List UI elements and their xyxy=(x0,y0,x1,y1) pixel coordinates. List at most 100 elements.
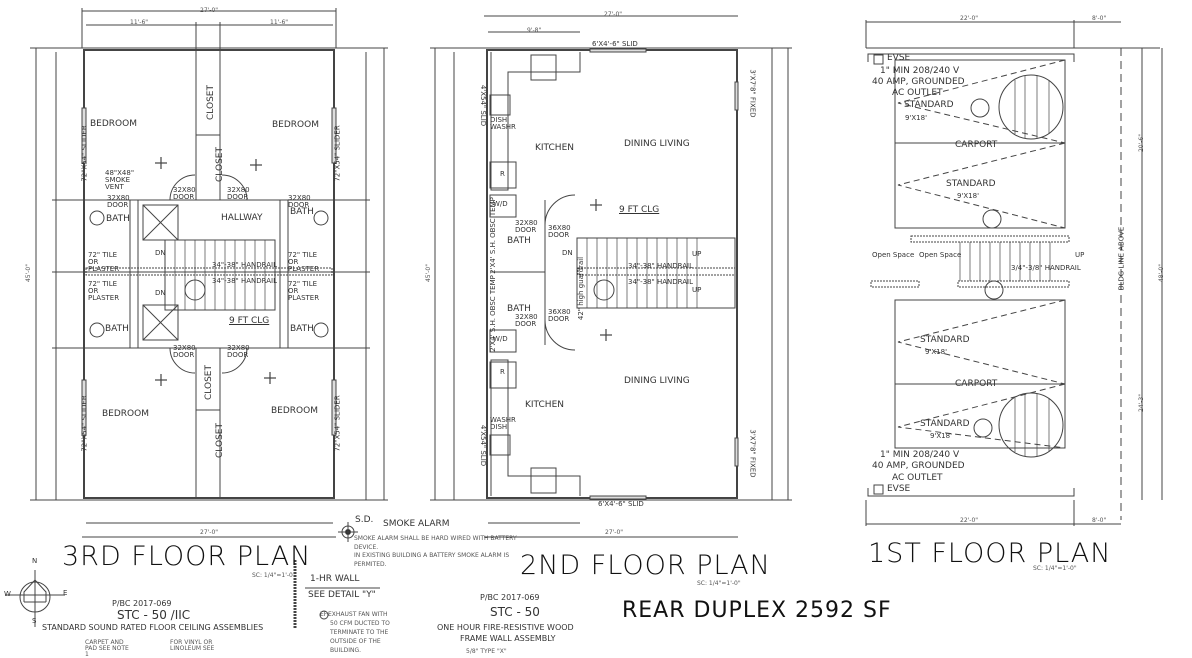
open-space: Open Space xyxy=(872,251,915,259)
first-floor-title: 1ST FLOOR PLAN xyxy=(868,538,1112,569)
legend-linework xyxy=(5,522,380,628)
third-floor-title: 3RD FLOOR PLAN xyxy=(62,541,312,572)
fixed-window-note: 3'X7'8" FIXED xyxy=(748,429,757,478)
wall-assembly-desc2: FRAME WALL ASSEMBLY xyxy=(460,634,556,643)
window-left-note: 4'X54" SLID xyxy=(479,424,488,467)
dishwasher: WASHR DISH xyxy=(490,416,516,431)
room-bedroom-tr: BEDROOM xyxy=(272,120,319,130)
third-floor-plan-linework xyxy=(30,8,388,538)
stall-size: 9'X18' xyxy=(925,348,948,356)
exhaust-fan-line3: TERMINATE TO THE xyxy=(330,629,389,636)
floor-assembly-vinyl-note: FOR VINYL OR LINOLEUM SEE xyxy=(170,639,215,652)
room-closet: CLOSET xyxy=(214,423,225,458)
stall-size: 9'X18' xyxy=(905,114,928,122)
door-note: 32X80 DOOR xyxy=(107,194,130,209)
outlet-line-2: 40 AMP, GROUNDED xyxy=(872,461,965,471)
dim-side-bottom: 8'-0" xyxy=(1092,517,1107,524)
room-bath: BATH xyxy=(290,207,314,217)
room-kitchen: KITCHEN xyxy=(535,143,574,153)
smoke-alarm-line3: IN EXISTING BUILDING A BATTERY SMOKE ALA… xyxy=(354,552,510,559)
door-note: 32X80 DOOR xyxy=(173,344,196,359)
smoke-alarm-line1: SMOKE ALARM SHALL BE HARD WIRED WITH BAT… xyxy=(354,535,517,542)
stall-standard: STANDARD xyxy=(920,335,970,345)
refrigerator: R xyxy=(500,368,505,376)
dim-right-room: 11'-6" xyxy=(270,19,289,26)
one-hr-wall-title: 1-HR WALL xyxy=(310,574,360,584)
exhaust-fan-line5: BUILDING. xyxy=(330,647,362,654)
dim-side: 8'-0" xyxy=(1092,15,1107,22)
first-floor-scale: SC: 1/4"=1'-0" xyxy=(1033,565,1077,572)
dim-upper-depth: 20'-6" xyxy=(1138,133,1146,153)
dim-overall-width-bottom: 27'-0" xyxy=(605,529,624,536)
slider-note: 72"X54" SLIDER xyxy=(333,125,342,182)
floor-assembly-desc: STANDARD SOUND RATED FLOOR CEILING ASSEM… xyxy=(42,623,264,632)
ceiling-height: 9 FT CLG xyxy=(619,205,660,215)
door-32-note: 32X80 DOOR xyxy=(515,219,538,234)
door-32-note: 32X80 DOOR xyxy=(515,313,538,328)
stair-down: DN xyxy=(155,249,166,257)
dim-kitchen-width: 9'-8" xyxy=(527,27,542,34)
dim-overall-width: 27'-0" xyxy=(604,11,623,18)
room-dining-living: DINING LIVING xyxy=(624,139,690,149)
project-title: REAR DUPLEX 2592 SF xyxy=(622,598,892,623)
dim-overall-depth: 45'-0" xyxy=(425,263,433,283)
guardrail-note: 42" high guardrail xyxy=(577,256,586,321)
refrigerator: R xyxy=(500,170,505,178)
room-kitchen: KITCHEN xyxy=(525,400,564,410)
second-floor-plan-linework xyxy=(430,15,792,538)
stair-down: DN xyxy=(562,249,573,257)
window-left-note: 4'X54" SLID xyxy=(479,84,488,127)
dim-width: 22'-0" xyxy=(960,15,979,22)
door-36-note: 36X80 DOOR xyxy=(548,308,571,323)
stall-standard: STANDARD xyxy=(920,419,970,429)
room-closet: CLOSET xyxy=(214,147,225,182)
room-bedroom-bl: BEDROOM xyxy=(102,409,149,419)
dim-overall-width-bottom: 27'-0" xyxy=(200,529,219,536)
second-floor-scale: SC: 1/4"=1'-0" xyxy=(697,580,741,587)
stair-up: UP xyxy=(1075,251,1085,259)
open-space: Open Space xyxy=(919,251,962,259)
room-bath: BATH xyxy=(290,324,314,334)
ceiling-height: 9 FT CLG xyxy=(229,316,270,326)
dim-overall-width: 27'-0" xyxy=(200,7,219,14)
carport-label: CARPORT xyxy=(955,379,998,389)
handrail-note: 34"-38" HANDRAIL xyxy=(212,277,278,285)
door-note: 32X80 DOOR xyxy=(173,186,196,201)
wall-assembly-type: 5/8" TYPE "X" xyxy=(466,648,507,655)
smoke-vent-note: 48"X48" SMOKE VENT xyxy=(105,169,135,191)
dim-lower-depth: 24'-3" xyxy=(1138,393,1146,413)
exhaust-fan-line2: 50 CFM DUCTED TO xyxy=(330,620,390,627)
tile-note: 72" TILE OR PLASTER xyxy=(88,280,120,302)
evse-label: EVSE xyxy=(887,484,911,494)
washer-dryer: W/D xyxy=(493,335,508,343)
dim-width-bottom: 22'-0" xyxy=(960,517,979,524)
smoke-alarm-symbol-label: S.D. xyxy=(355,515,374,525)
stair-up: UP xyxy=(692,250,702,258)
slider-top-note: 6'X4'-6" SLID xyxy=(592,40,638,48)
evse-label: EVSE xyxy=(887,53,911,63)
slider-note: 72"X54" SLIDER xyxy=(333,395,342,452)
handrail-note: 34"-38" HANDRAIL xyxy=(628,278,694,286)
exhaust-fan-symbol: EF xyxy=(320,611,328,618)
room-bath: BATH xyxy=(507,304,531,314)
outlet-line-1: 1" MIN 208/240 V xyxy=(880,66,960,76)
building-line-note: BLDG LINE ABOVE xyxy=(1117,226,1126,291)
stall-size: 9'X18' xyxy=(957,192,980,200)
room-bedroom-tl: BEDROOM xyxy=(90,119,137,129)
wall-assembly-desc1: ONE HOUR FIRE-RESISTIVE WOOD xyxy=(437,623,574,632)
room-closet: CLOSET xyxy=(205,85,216,120)
stall-standard: STANDARD xyxy=(904,100,954,110)
outlet-line-1: 1" MIN 208/240 V xyxy=(880,450,960,460)
slider-note: 72"X54" SLIDER xyxy=(80,395,89,452)
handrail-note: 3/4"-3/8" HANDRAIL xyxy=(1011,264,1081,272)
handrail-note: 34"-38" HANDRAIL xyxy=(212,261,278,269)
carport-label: CARPORT xyxy=(955,140,998,150)
room-closet: CLOSET xyxy=(203,365,214,400)
handrail-note: 34"-38" HANDRAIL xyxy=(628,262,694,270)
floor-assembly-carpet-note: CARPET AND PAD SEE NOTE 1 xyxy=(85,639,129,658)
exhaust-fan-line4: OUTSIDE OF THE xyxy=(330,638,381,645)
room-dining-living: DINING LIVING xyxy=(624,376,690,386)
sh-window-note: 2'X4' S.H. OBSC TEMP xyxy=(488,275,497,352)
room-bedroom-br: BEDROOM xyxy=(271,406,318,416)
